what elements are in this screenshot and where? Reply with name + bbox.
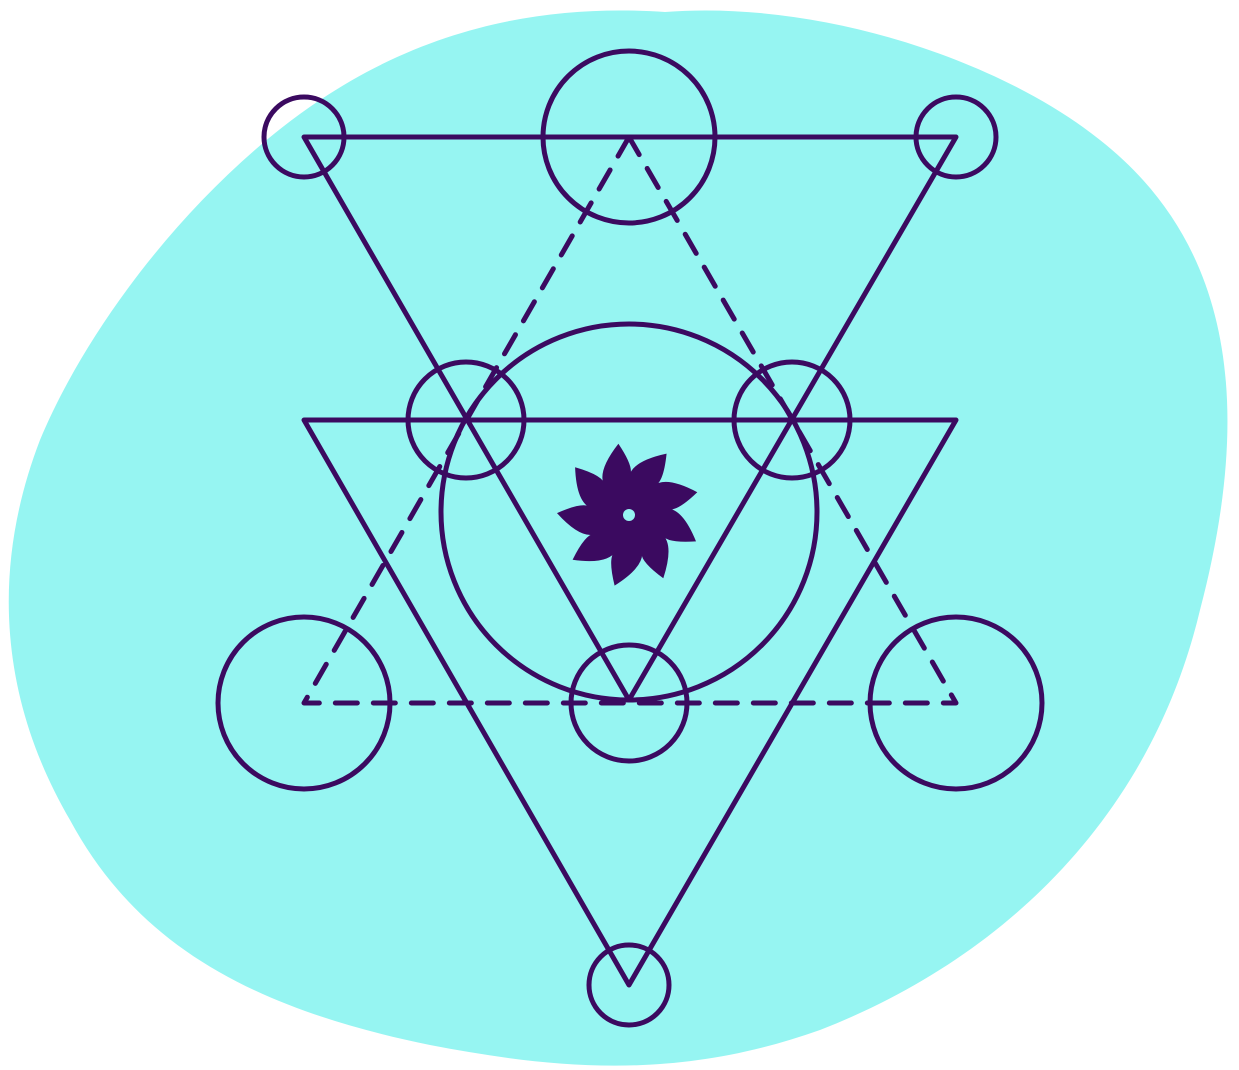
circle-large-center <box>438 321 820 703</box>
circle-bottom-center <box>568 642 690 764</box>
circle-mid-left <box>405 359 527 481</box>
circle-top-right <box>913 94 999 180</box>
circle-mid-right <box>731 359 853 481</box>
circle-bottom-right <box>867 614 1045 792</box>
circle-bottom-left <box>215 614 393 792</box>
circle-bottom-tip <box>586 942 672 1028</box>
circle-top-left <box>261 94 347 180</box>
spinning-star-icon <box>557 443 698 586</box>
circle-top-center <box>540 48 718 226</box>
star-center-hole <box>623 509 635 521</box>
